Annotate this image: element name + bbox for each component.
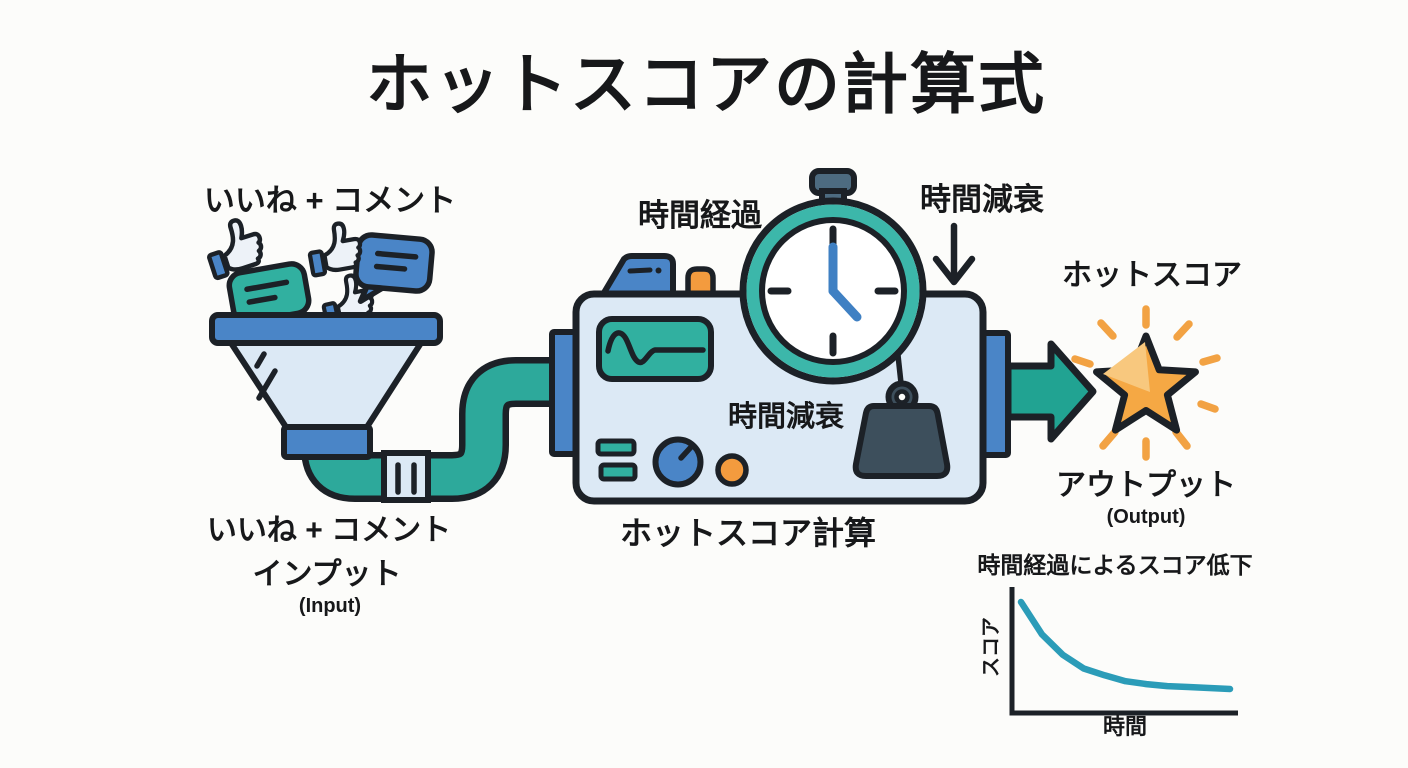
comment-bubble-icon (226, 261, 312, 325)
weight-icon (852, 345, 951, 479)
star-icon (1071, 305, 1221, 461)
time-elapsed-label: 時間経過 (638, 198, 762, 233)
machine-top-vent (599, 253, 676, 299)
funnel-collar (281, 424, 373, 460)
stopwatch-icon (739, 168, 927, 385)
input-bottom-label: いいね + コメント (206, 514, 452, 547)
indicator-bar (598, 462, 638, 482)
machine-caption: ホットスコア計算 (619, 515, 877, 551)
decay-curve (1017, 598, 1234, 693)
down-arrow-icon (932, 222, 976, 286)
thumbs-up-icon (305, 220, 364, 275)
funnel-rim (209, 312, 443, 346)
chart-title: 時間経過によるスコア低下 (977, 552, 1253, 578)
waveform-line (605, 330, 706, 366)
pipe-coupling (381, 450, 431, 503)
right-arrow-icon (1004, 340, 1097, 443)
decay-chart (1009, 587, 1238, 716)
input-name-label: インプット (252, 558, 402, 591)
machine-outlet-port (980, 330, 1011, 458)
star-rays (1071, 305, 1221, 461)
star-shine (1103, 342, 1150, 392)
machine-orange-button (685, 266, 716, 299)
chart-y-axis-label: スコア (980, 617, 1003, 677)
status-led (715, 453, 749, 487)
chart-axes (1009, 587, 1238, 716)
output-en-label: (Output) (1106, 506, 1186, 528)
page-title: ホットスコアの計算式 (366, 47, 1046, 121)
time-decay-top-label: 時間減衰 (920, 182, 1044, 217)
indicator-bar (595, 438, 637, 457)
chart-x-axis-label: 時間 (1102, 714, 1148, 739)
input-en-label: (Input) (298, 595, 362, 617)
funnel-icon (209, 312, 443, 460)
output-top-label: ホットスコア (1062, 259, 1242, 292)
clock-hand (828, 286, 862, 322)
comment-bubble-icon (353, 232, 435, 304)
output-name-label: アウトプット (1056, 469, 1236, 502)
input-top-label: いいね + コメント (203, 183, 457, 218)
pipe-icon (301, 357, 562, 503)
time-decay-panel-label: 時間減衰 (727, 401, 845, 433)
